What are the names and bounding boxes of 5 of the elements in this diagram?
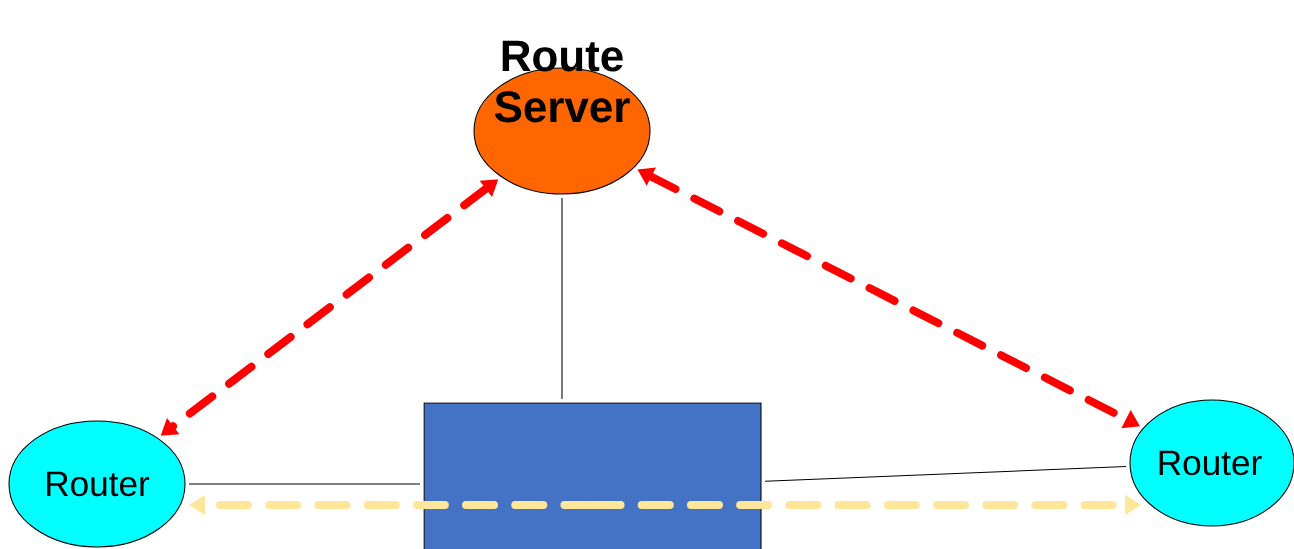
node-label: Route [502, 40, 623, 72]
connection-line [188, 483, 421, 485]
connection-line [561, 197, 563, 400]
box [423, 402, 762, 549]
connection-line [764, 466, 1127, 482]
